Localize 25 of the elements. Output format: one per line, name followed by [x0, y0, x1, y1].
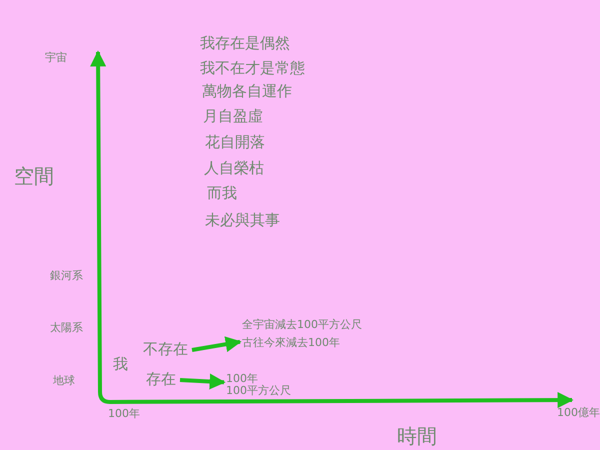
poem-line: 月自盈虛	[203, 108, 263, 126]
axis-label: 銀河系	[50, 270, 83, 283]
poem-line: 我存在是偶然	[200, 35, 290, 52]
poem-line: 花自開落	[205, 134, 265, 152]
arrow	[180, 374, 226, 390]
node-text: 100平方公尺	[226, 384, 291, 396]
axis-title: 時間	[397, 425, 437, 448]
arrow	[192, 336, 242, 352]
poem-line: 而我	[207, 185, 237, 202]
axis-label: 宇宙	[45, 52, 67, 65]
node-text: 100年	[226, 373, 258, 385]
node-text: 不存在	[143, 340, 188, 358]
node-text: 古往今來減去100年	[242, 334, 341, 351]
axis-label: 地球	[53, 375, 75, 388]
axis-title: 空間	[14, 165, 54, 188]
axis-label: 100億年	[557, 407, 600, 420]
node-text: 全宇宙減去100平方公尺	[242, 317, 362, 333]
poem-line: 萬物各自運作	[202, 83, 292, 100]
axis-label: 太陽系	[50, 322, 83, 335]
poem-line: 未必與其事	[205, 212, 280, 230]
poem-line: 人自榮枯	[204, 160, 264, 178]
poem-line: 我不在才是常態	[200, 60, 305, 78]
axis-label: 100年	[108, 408, 140, 421]
subject-label: 我	[113, 356, 128, 374]
node-text: 存在	[146, 370, 176, 388]
